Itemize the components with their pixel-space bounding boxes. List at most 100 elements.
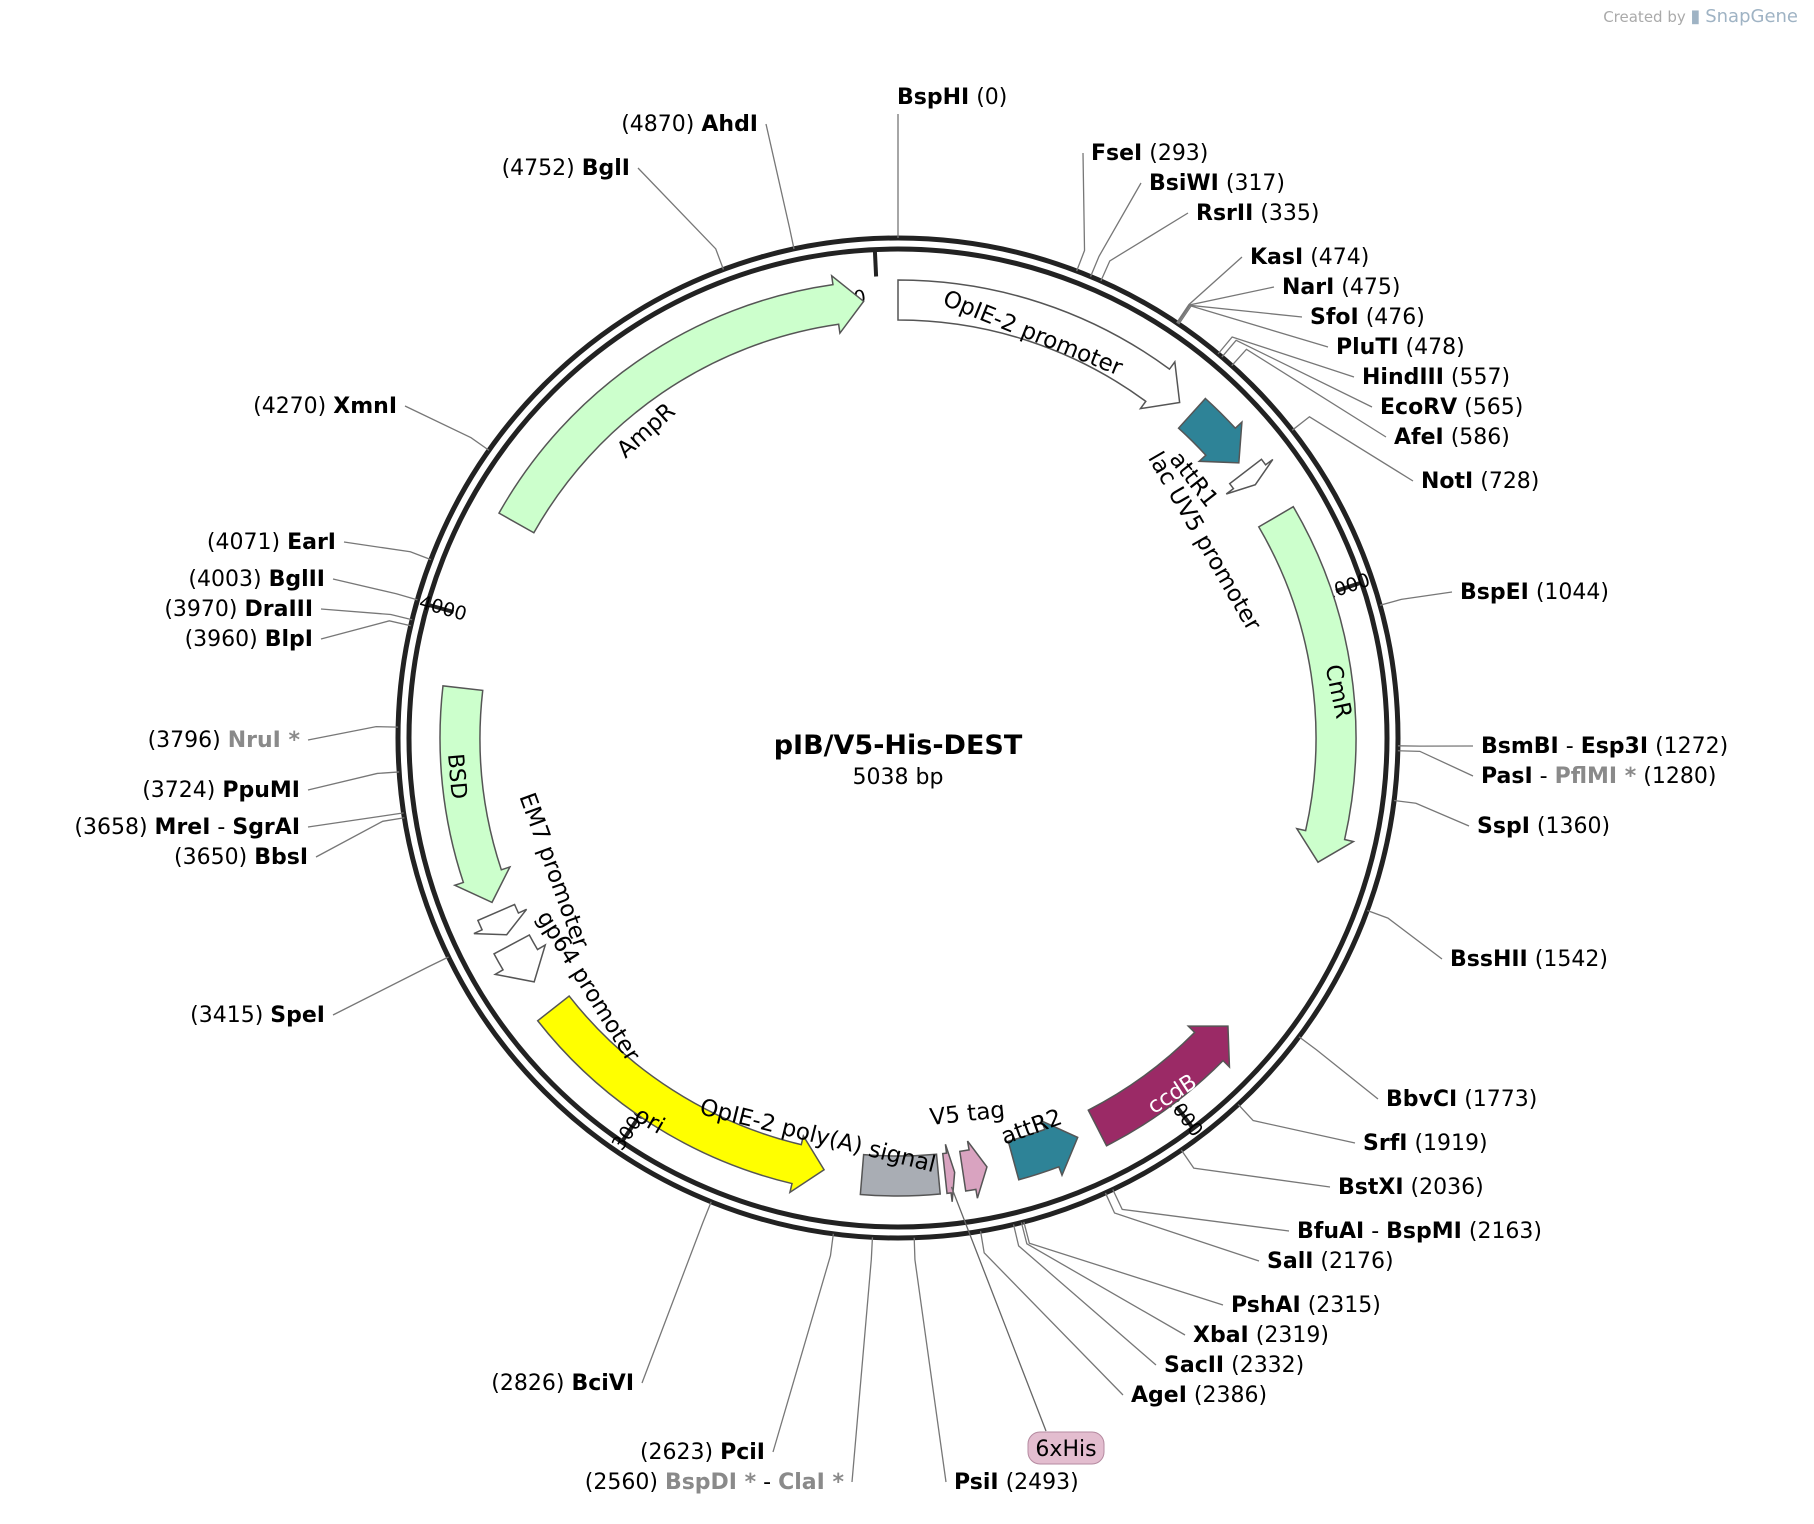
site-name: SgrAI <box>232 815 300 840</box>
site-name: BspHI <box>897 85 969 110</box>
site-name: ClaI * <box>778 1470 844 1495</box>
feature-6xhis <box>941 1144 956 1202</box>
site-name: AhdI <box>701 112 758 137</box>
site-line-rsrii <box>1100 212 1189 282</box>
site-pshai: PshAI (2315) <box>1231 1293 1381 1318</box>
site-position <box>1462 1219 1469 1244</box>
site-position: (2386) <box>1194 1383 1267 1408</box>
site-position: (2319) <box>1256 1323 1329 1348</box>
site-line-fsei <box>1076 152 1086 272</box>
site-position: (586) <box>1451 425 1510 450</box>
site-eari: (4071) EarI <box>207 530 336 555</box>
site-position <box>1473 469 1480 494</box>
site-position <box>1530 814 1537 839</box>
site-line-bsiwi <box>1089 182 1142 277</box>
site-position: (3658) <box>74 815 147 840</box>
site-bglii: (4003) BglII <box>188 567 325 592</box>
site-bsshii: BssHII (1542) <box>1450 947 1608 972</box>
site-hindiii: HindIII (557) <box>1362 365 1510 390</box>
site-position <box>1404 1175 1411 1200</box>
site-position <box>1648 734 1655 759</box>
site-position: (3960) <box>185 627 258 652</box>
site-name: DraIII <box>244 597 313 622</box>
site-bfuai-bspmi: BfuAI - BspMI (2163) <box>1297 1219 1542 1244</box>
tick-2000 <box>1174 1105 1195 1130</box>
site-line-bfuai-bspmi <box>1112 1189 1290 1232</box>
site-position: - <box>1364 1219 1386 1244</box>
site-sfoi: SfoI (476) <box>1310 305 1425 330</box>
site-line-nrui <box>307 725 399 741</box>
site-name: PsiI <box>954 1470 999 1495</box>
site-position: (1542) <box>1535 947 1608 972</box>
site-mrei-sgrai: (3658) MreI - SgrAI <box>74 815 300 840</box>
site-position <box>1253 201 1260 226</box>
sixhis-leader <box>950 1186 1047 1432</box>
site-position <box>263 1003 270 1028</box>
site-name: SspI <box>1477 814 1530 839</box>
feature-em7-promoter <box>473 903 528 936</box>
site-name: BbsI <box>254 845 308 870</box>
site-position <box>237 597 244 622</box>
site-name: AfeI <box>1394 425 1444 450</box>
tick-3000 <box>620 1118 639 1143</box>
site-name: BssHII <box>1450 947 1528 972</box>
feature-gp64-promoter <box>493 933 547 983</box>
site-kasi: KasI (474) <box>1250 245 1369 270</box>
site-position <box>713 1440 720 1465</box>
plasmid-length: 5038 bp <box>853 765 944 790</box>
site-name: NarI <box>1282 275 1334 300</box>
site-position: (293) <box>1149 141 1208 166</box>
site-line-eari <box>343 541 432 561</box>
site-position <box>258 627 265 652</box>
site-name: BspEI <box>1460 580 1529 605</box>
site-position: (2163) <box>1469 1219 1542 1244</box>
site-name: NotI <box>1421 469 1473 494</box>
site-name: Esp3I <box>1581 734 1648 759</box>
site-position: (1044) <box>1536 580 1609 605</box>
feature-ccdb <box>1087 1025 1231 1147</box>
site-bbvci: BbvCI (1773) <box>1386 1087 1537 1112</box>
site-line-afei <box>1231 348 1387 438</box>
site-line-srfi <box>1237 1103 1356 1144</box>
site-line-pshai <box>1023 1221 1224 1306</box>
site-position: - <box>756 1470 778 1495</box>
site-name: BglI <box>582 156 630 181</box>
site-name: PciI <box>720 1440 765 1465</box>
feature-lac-uv5-promoter <box>1225 458 1274 495</box>
site-bsmbi-esp3i: BsmBI - Esp3I (1272) <box>1481 734 1728 759</box>
site-position <box>1219 171 1226 196</box>
site-position: (317) <box>1226 171 1285 196</box>
feature-opie-2-poly-a-signal <box>859 1153 942 1197</box>
site-name: BglII <box>269 567 325 592</box>
site-position <box>694 112 701 137</box>
site-afei: AfeI (586) <box>1394 425 1510 450</box>
snapgene-logo-icon: ▮ <box>1690 6 1701 27</box>
site-name: PflMI * <box>1555 764 1637 789</box>
site-position <box>658 1470 665 1495</box>
site-position: (3650) <box>174 845 247 870</box>
site-position: (3415) <box>190 1003 263 1028</box>
site-position: (728) <box>1480 469 1539 494</box>
site-position: (1773) <box>1464 1087 1537 1112</box>
site-line-sali <box>1104 1192 1260 1262</box>
site-line-mrei-sgrai <box>307 812 404 828</box>
site-line-pcii <box>772 1233 834 1453</box>
site-ecorv: EcoRV (565) <box>1380 395 1523 420</box>
site-sacii: SacII (2332) <box>1164 1353 1304 1378</box>
site-name: SrfI <box>1363 1131 1407 1156</box>
site-position <box>280 530 287 555</box>
site-line-ppumi <box>307 771 400 791</box>
site-name: SpeI <box>270 1003 325 1028</box>
site-position: (1360) <box>1537 814 1610 839</box>
site-name: SfoI <box>1310 305 1359 330</box>
site-draiii: (3970) DraIII <box>164 597 313 622</box>
site-ahdi: (4870) AhdI <box>621 112 758 137</box>
site-position: (565) <box>1464 395 1523 420</box>
credit-brand: SnapGene <box>1705 6 1798 27</box>
site-position: (2332) <box>1231 1353 1304 1378</box>
site-position: (3724) <box>142 778 215 803</box>
site-line-xbai <box>1020 1222 1186 1336</box>
feature-ampr <box>497 273 865 534</box>
feature-attr1 <box>1177 397 1243 464</box>
